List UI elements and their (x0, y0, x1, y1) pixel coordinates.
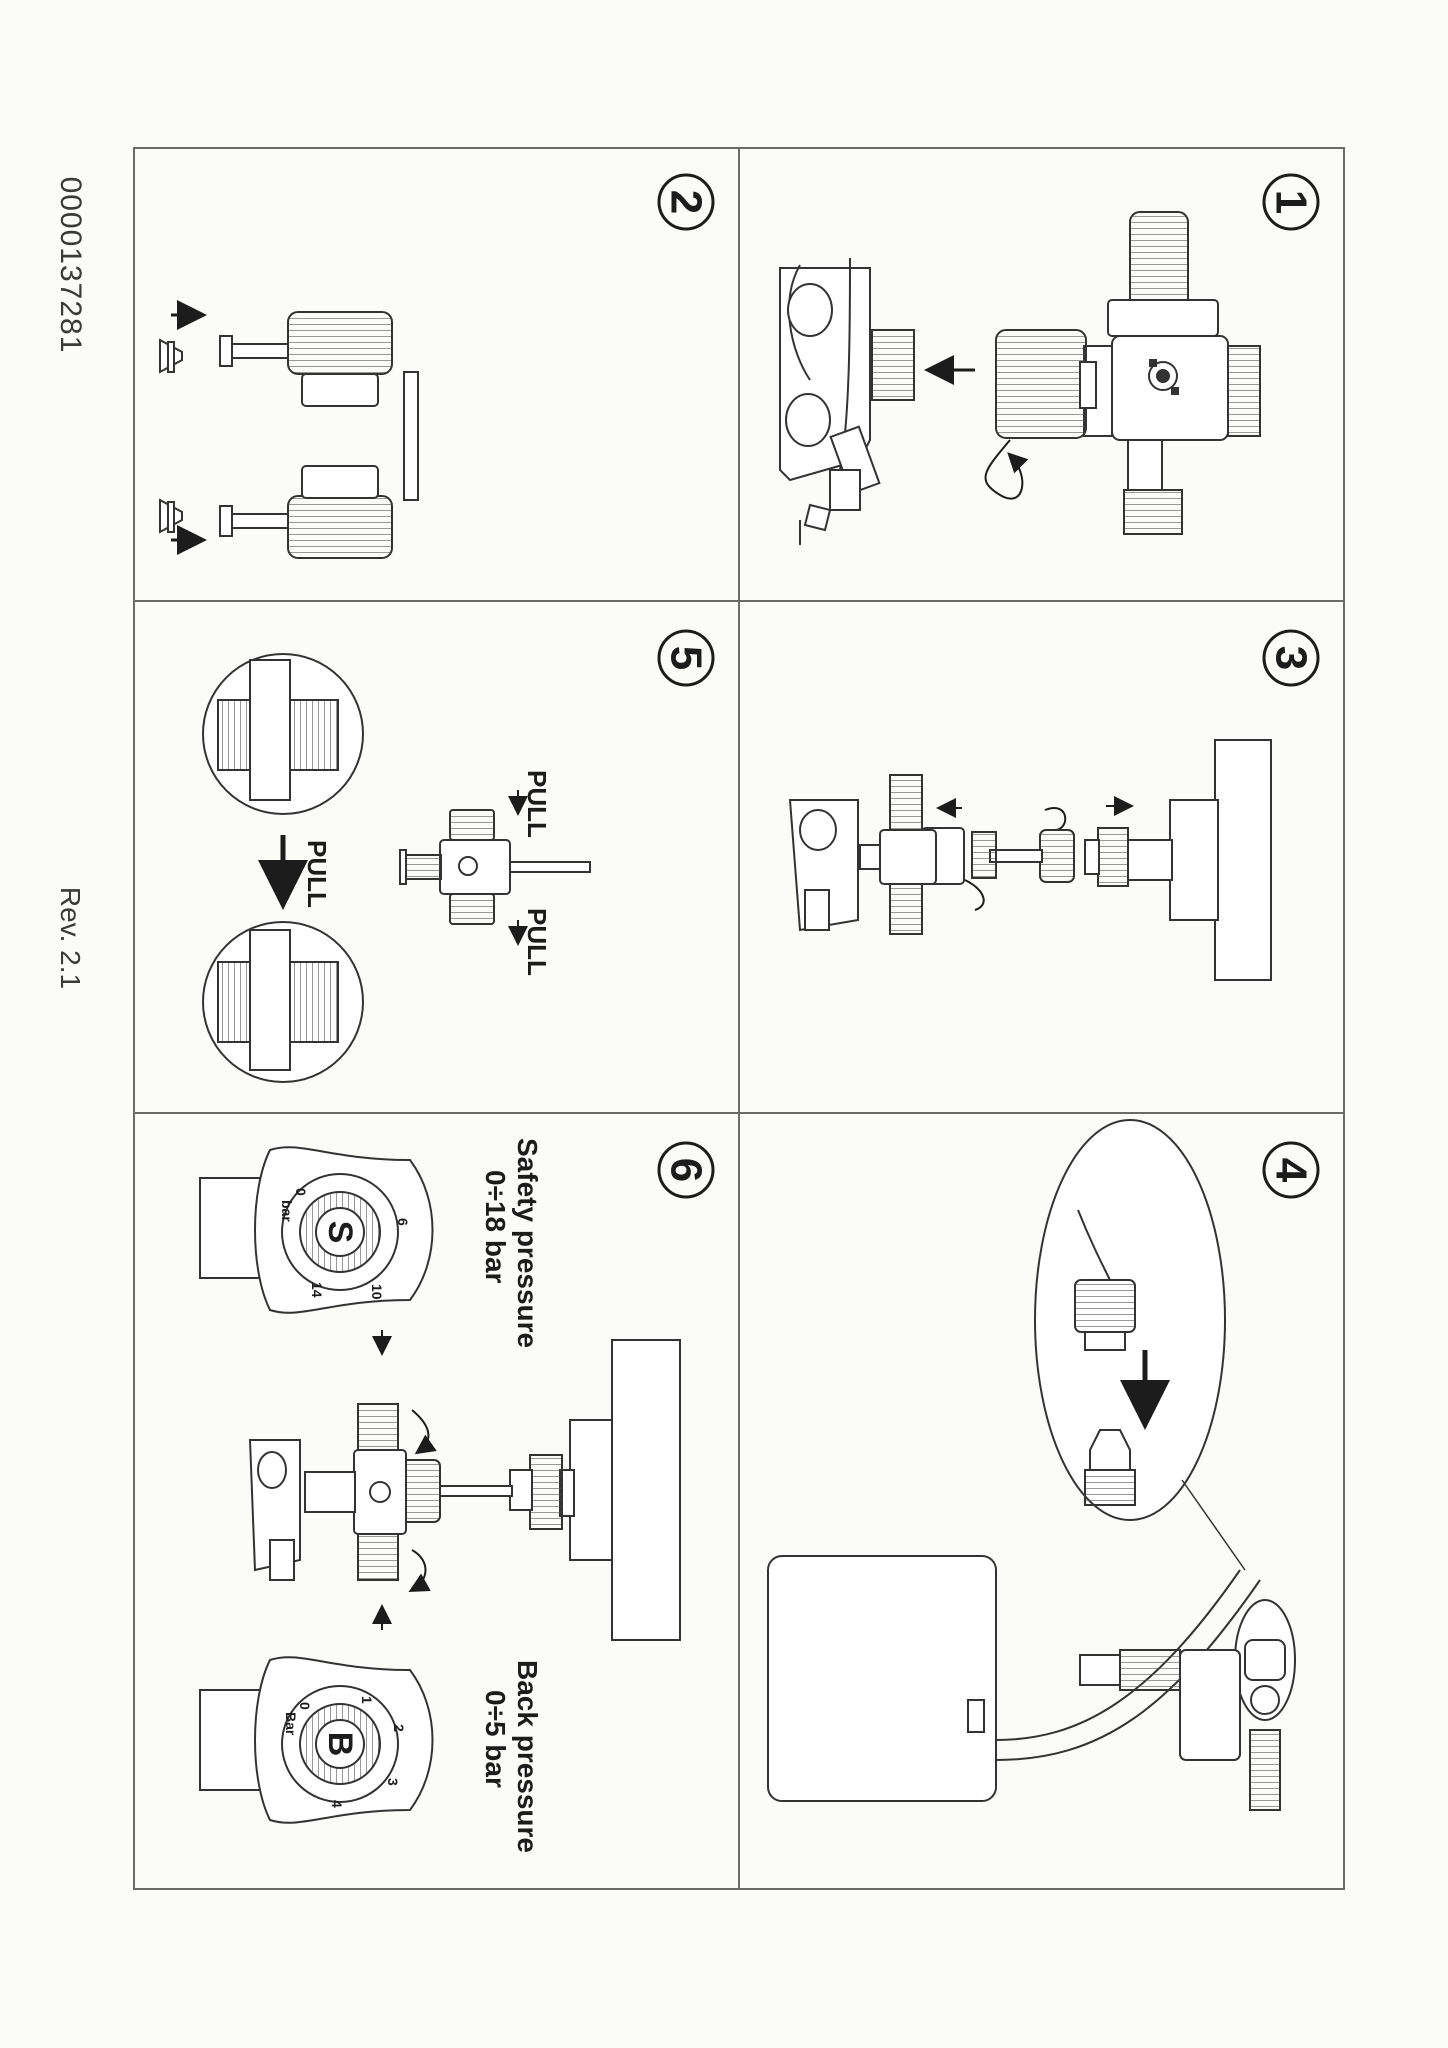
valve-pull-illustration (399, 809, 591, 925)
valve-assembly-center (248, 1403, 441, 1581)
safety-knob-letter: S (321, 1221, 359, 1244)
dosing-pump-assembly (1079, 1599, 1296, 1811)
back-scale-1: 1 (359, 1696, 375, 1704)
magnified-detail-top (202, 653, 364, 815)
safety-knob-illustration (199, 1146, 434, 1314)
safety-scale-14: 14 (309, 1282, 325, 1298)
step-1-badge: 1 (1262, 173, 1320, 231)
safety-scale: 0 6 10 14 bar (279, 1188, 411, 1300)
panel-step-1: 1 (779, 173, 1320, 545)
back-knob-illustration (199, 1656, 434, 1824)
step-2-number: 2 (662, 190, 711, 214)
pipe-tee-illustration (439, 1339, 681, 1641)
safety-scale-6: 6 (395, 1218, 411, 1226)
panel-grid (133, 147, 1345, 1890)
rotate-arrow-icon (984, 439, 1029, 500)
safety-pressure-range: 0÷18 bar (480, 1170, 511, 1284)
pump-head-illustration (779, 257, 915, 545)
step-1-number: 1 (1267, 190, 1316, 214)
tank-illustration (767, 1555, 1261, 1802)
magnified-fitting (1034, 1119, 1226, 1521)
injection-valve-illustration (995, 211, 1261, 535)
panel-step-5: 5 PULL PULL PULL (202, 629, 715, 1083)
back-scale-4: 4 (329, 1800, 345, 1808)
safety-scale-0: 0 (293, 1188, 309, 1196)
back-scale: 0 1 2 3 4 Bar (283, 1696, 407, 1808)
step-2-badge: 2 (657, 173, 715, 231)
step-6-badge: 6 (657, 1141, 715, 1199)
step-4-badge: 4 (1262, 1141, 1320, 1199)
pull-label-bottom: PULL (522, 908, 552, 976)
rotate-arrow-bottom (408, 1549, 431, 1592)
safety-pressure-label: Safety pressure (512, 1138, 543, 1348)
pull-label-center: PULL (302, 840, 332, 908)
magnified-detail-bottom (202, 921, 364, 1083)
rotate-arrow-icon (1044, 807, 1067, 831)
tube-connectors-illustration (159, 311, 419, 559)
rotate-arrow-icon (964, 879, 985, 911)
step-3-number: 3 (1267, 646, 1316, 670)
step-5-number: 5 (662, 646, 711, 670)
pipe-tee-illustration (1084, 739, 1272, 981)
pull-label-top: PULL (522, 770, 552, 838)
back-scale-2: 2 (391, 1724, 407, 1732)
step-6-number: 6 (662, 1158, 711, 1182)
panel-step-3: 3 (788, 629, 1320, 981)
back-scale-3: 3 (385, 1778, 401, 1786)
back-scale-unit: Bar (283, 1712, 299, 1736)
back-knob-letter: B (321, 1732, 359, 1757)
step-5-badge: 5 (657, 629, 715, 687)
panel-step-6: 6 Safety pressure 0÷18 bar Back pressure… (199, 1138, 715, 1853)
safety-scale-10: 10 (369, 1284, 385, 1300)
step-3-badge: 3 (1262, 629, 1320, 687)
injection-valve-small (788, 774, 1075, 935)
back-pressure-range: 0÷5 bar (480, 1690, 511, 1788)
safety-scale-unit: bar (279, 1200, 295, 1222)
back-pressure-label: Back pressure (512, 1660, 543, 1853)
back-scale-0: 0 (297, 1702, 313, 1710)
panel-step-4: 4 (767, 1119, 1320, 1811)
rotate-arrow-top (411, 1409, 437, 1455)
panel-step-2: 2 (159, 173, 715, 559)
step-4-number: 4 (1267, 1158, 1316, 1183)
